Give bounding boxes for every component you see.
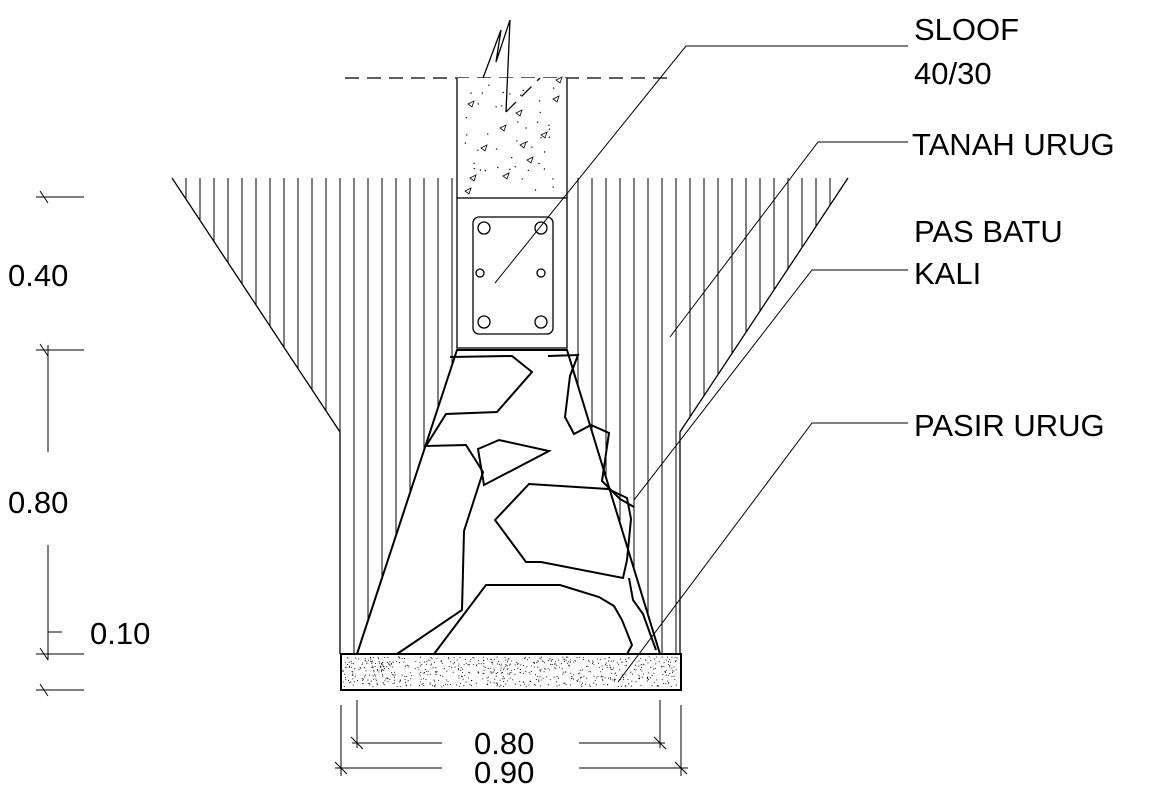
dim-height-foundation: 0.80 [8, 485, 68, 520]
stirrup [472, 216, 554, 335]
sand-texture [342, 656, 678, 688]
rebar [534, 221, 548, 235]
dim-width-bottom: 0.90 [474, 755, 534, 787]
leader-lines [494, 45, 908, 683]
label-tanah-urug: TANAH URUG [912, 127, 1115, 162]
sand-bedding [340, 653, 682, 691]
label-sloof-size: 40/30 [914, 56, 992, 91]
stone-masonry [355, 349, 662, 655]
rebar [477, 221, 491, 235]
vertical-dimension-lines [36, 190, 84, 697]
rebar [477, 315, 491, 329]
dim-height-sand: 0.10 [90, 616, 150, 651]
sloof-beam [456, 197, 568, 349]
concrete-texture [464, 76, 563, 195]
dim-height-sloof: 0.40 [8, 258, 68, 293]
rebar [475, 268, 485, 278]
label-kali: KALI [914, 256, 981, 291]
soil-hatch [185, 178, 831, 654]
label-pas-batu: PAS BATU [914, 214, 1063, 249]
label-pasir-urug: PASIR URUG [914, 408, 1105, 443]
excavation-outline [171, 177, 849, 654]
rebar [534, 315, 548, 329]
label-sloof: SLOOF [914, 12, 1019, 47]
dim-width-top: 0.80 [474, 726, 534, 761]
column-above [345, 19, 672, 198]
rebar [536, 268, 546, 278]
horizontal-dimension-lines [334, 700, 688, 776]
